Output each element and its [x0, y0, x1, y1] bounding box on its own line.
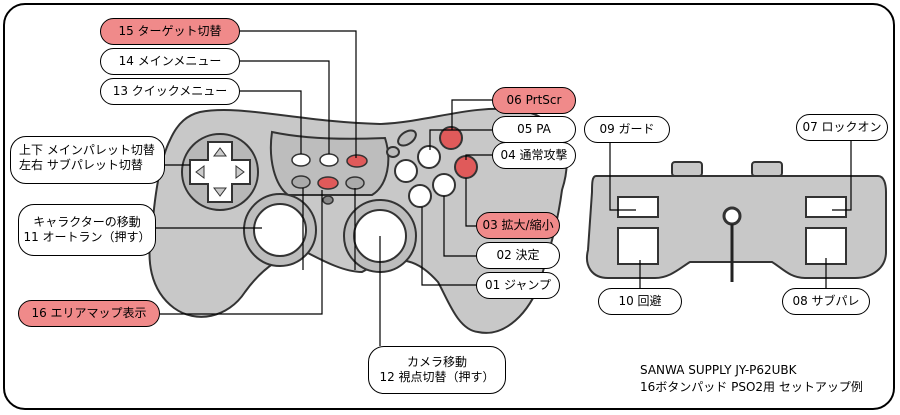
caption-line1: SANWA SUPPLY JY-P62UBK — [640, 363, 797, 377]
center-buttons — [291, 153, 368, 205]
label-left-stick: キャラクターの移動 11 オートラン（押す） — [18, 204, 156, 256]
label-06-prtscr: 06 PrtScr — [492, 87, 576, 114]
face-buttons — [386, 126, 478, 208]
label-02-confirm: 02 決定 — [476, 242, 560, 269]
label-05-pa: 05 PA — [492, 116, 576, 143]
controller-top — [586, 161, 887, 282]
label-07-lock-on: 07 ロックオン — [796, 114, 888, 141]
label-right-stick-line1: カメラ移動 — [406, 355, 467, 369]
r1-button — [805, 196, 847, 218]
label-03-zoom: 03 拡大/縮小 — [476, 212, 560, 239]
cable-port — [722, 206, 742, 226]
label-16-area-map: 16 エリアマップ表示 — [18, 300, 160, 327]
label-08-sub-palette: 08 サブパレ — [782, 288, 870, 315]
left-stick — [243, 193, 317, 267]
label-15-target-switch: 15 ターゲット切替 — [100, 18, 240, 45]
l1-button — [617, 196, 659, 218]
label-14-main-menu: 14 メインメニュー — [100, 48, 240, 75]
l2-button — [617, 227, 659, 265]
dpad-cross — [189, 141, 251, 203]
label-01-jump: 01 ジャンプ — [476, 272, 560, 299]
label-04-attack: 04 通常攻撃 — [492, 142, 576, 169]
label-dpad: 上下 メインパレット切替 左右 サブパレット切替 — [10, 136, 165, 184]
label-left-stick-line2: 11 オートラン（押す） — [23, 230, 151, 244]
label-dpad-line1: 上下 メインパレット切替 — [19, 143, 155, 157]
label-dpad-line2: 左右 サブパレット切替 — [19, 158, 143, 172]
label-right-stick: カメラ移動 12 視点切替（押す） — [368, 346, 506, 394]
label-13-quick-menu: 13 クイックメニュー — [100, 78, 240, 105]
leader-lines — [155, 30, 852, 346]
label-10-dodge: 10 回避 — [598, 288, 682, 315]
dpad — [181, 133, 259, 211]
label-right-stick-line2: 12 視点切替（押す） — [379, 370, 495, 384]
caption-line2: 16ボタンパッド PSO2用 セットアップ例 — [640, 380, 863, 394]
label-left-stick-line1: キャラクターの移動 — [33, 215, 141, 229]
label-09-guard: 09 ガード — [584, 116, 670, 143]
